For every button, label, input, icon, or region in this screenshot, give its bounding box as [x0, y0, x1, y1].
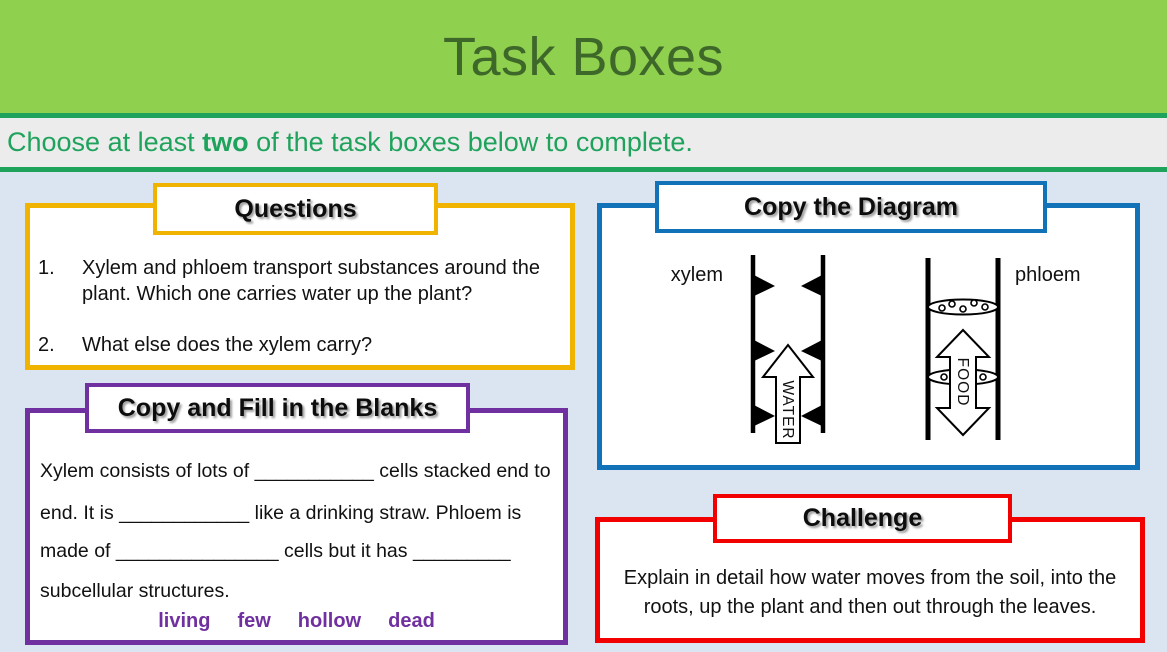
xylem-barb-icon: [752, 404, 775, 427]
sieve-pore: [938, 304, 946, 312]
word-bank-item: living: [158, 610, 211, 632]
xylem-barb-icon: [801, 274, 824, 297]
food-arrow-label: FOOD: [954, 358, 971, 407]
fill-blanks-line: made of _______________ cells but it has…: [40, 540, 511, 562]
copy-diagram-box: xylem phloem WATER FOOD: [597, 203, 1140, 470]
question-item: 2. What else does the xylem carry?: [38, 332, 560, 358]
questions-box-title: Questions: [234, 194, 357, 223]
xylem-barb-icon: [752, 274, 775, 297]
xylem-barb-icon: [801, 339, 824, 362]
sieve-pore: [940, 373, 948, 381]
xylem-barb-icon: [801, 404, 824, 427]
instruction-strip: Choose at least two of the task boxes be…: [0, 118, 1167, 167]
questions-box-title-tab: Questions: [153, 183, 438, 235]
instruction-suffix: of the task boxes below to complete.: [248, 127, 693, 157]
sieve-pore: [959, 305, 967, 313]
challenge-box-title: Challenge: [802, 504, 923, 532]
xylem-barb-icon: [752, 339, 775, 362]
challenge-box-title-tab: Challenge: [713, 494, 1012, 543]
question-number: 1.: [38, 257, 55, 279]
copy-diagram-box-title-tab: Copy the Diagram: [655, 181, 1047, 233]
fill-blanks-line: subcellular structures.: [40, 580, 230, 602]
water-up-arrow-icon: [760, 343, 816, 444]
challenge-text: Explain in detail how water moves from t…: [623, 567, 1117, 618]
sieve-pore: [948, 300, 956, 308]
word-bank-item: dead: [388, 610, 435, 632]
sieve-pore: [970, 299, 978, 307]
food-double-arrow-icon: [934, 328, 992, 437]
divider-line-bottom: [0, 167, 1167, 172]
xylem-phloem-diagram: xylem phloem WATER FOOD: [671, 255, 1081, 444]
word-bank: living few hollow dead: [30, 610, 563, 633]
challenge-text-wrap: Explain in detail how water moves from t…: [600, 564, 1140, 622]
xylem-label: xylem: [671, 264, 723, 286]
question-text: Xylem and phloem transport substances ar…: [82, 257, 541, 305]
fill-blanks-box-title-tab: Copy and Fill in the Blanks: [85, 383, 470, 433]
page-title: Task Boxes: [442, 26, 725, 87]
word-bank-item: hollow: [297, 610, 362, 632]
fill-blanks-box: Xylem consists of lots of ___________ ce…: [25, 408, 568, 645]
water-arrow-label: WATER: [779, 380, 796, 439]
instruction-emphasis: two: [202, 127, 249, 157]
fill-blanks-line: end. It is ____________ like a drinking …: [40, 502, 522, 524]
fill-blanks-line: Xylem consists of lots of ___________ ce…: [40, 460, 551, 482]
sieve-pore: [979, 373, 987, 381]
questions-box: 1. Xylem and phloem transport substances…: [25, 203, 575, 370]
sieve-pore: [981, 303, 989, 311]
question-number: 2.: [38, 334, 55, 356]
copy-diagram-box-title: Copy the Diagram: [744, 192, 958, 221]
instruction-prefix: Choose at least: [7, 127, 203, 157]
phloem-label: phloem: [1015, 264, 1081, 286]
fill-blanks-box-title: Copy and Fill in the Blanks: [117, 393, 438, 422]
header-banner: Task Boxes: [0, 0, 1167, 113]
question-item: 1. Xylem and phloem transport substances…: [38, 255, 560, 307]
divider-line-top: [0, 113, 1167, 118]
word-bank-item: few: [237, 610, 271, 632]
question-text: What else does the xylem carry?: [82, 334, 373, 356]
